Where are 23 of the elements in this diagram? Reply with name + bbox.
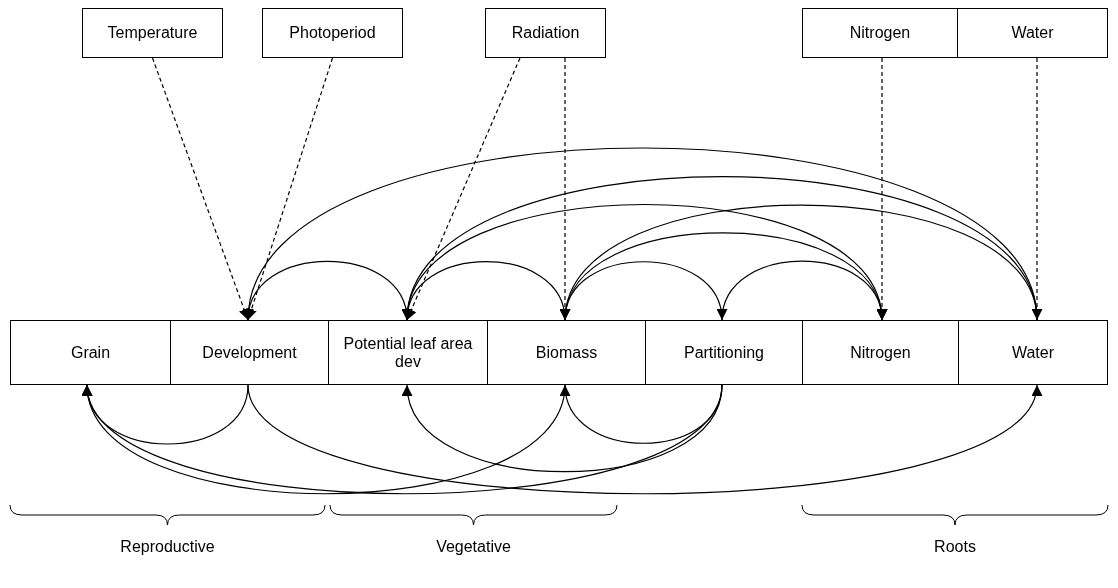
- process-box: Temperature: [82, 8, 223, 58]
- process-box: Photoperiod: [262, 8, 403, 58]
- group-label: Roots: [933, 538, 977, 556]
- group-label: Vegetative: [435, 538, 512, 556]
- process-box: Development: [170, 320, 329, 385]
- group-label: Reproductive: [119, 538, 216, 556]
- process-box: Partitioning: [645, 320, 803, 385]
- dashed-arrow: [406, 57, 521, 321]
- curved-arrow: [564, 261, 726, 321]
- dashed-arrow: [1031, 57, 1043, 321]
- curved-arrow: [562, 204, 1038, 321]
- process-box: Water: [958, 320, 1108, 385]
- process-box: Potential leaf area dev: [328, 320, 488, 385]
- curved-arrow: [406, 203, 885, 321]
- curved-arrow: [404, 176, 1038, 321]
- process-box: Nitrogen: [802, 8, 958, 58]
- dashed-arrow: [246, 57, 334, 321]
- process-box: Water: [957, 8, 1108, 58]
- process-box: Nitrogen: [802, 320, 959, 385]
- process-box: Radiation: [485, 8, 606, 58]
- process-box: Grain: [10, 320, 171, 385]
- process-box: Biomass: [487, 320, 646, 385]
- dashed-arrow: [151, 57, 250, 321]
